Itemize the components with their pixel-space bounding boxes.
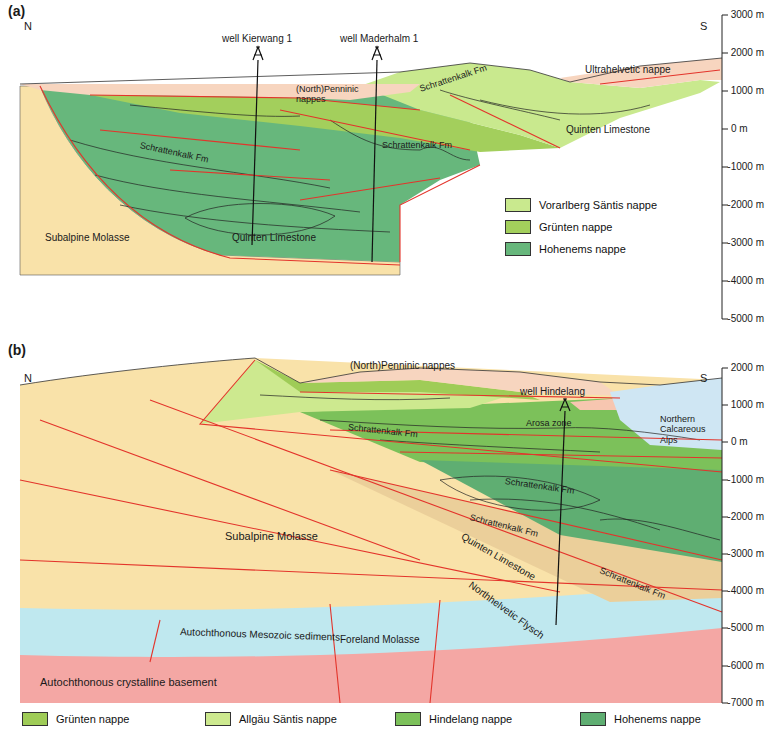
depth-tick-label: -5000 m <box>727 313 764 325</box>
depth-tick-label: -4000 m <box>727 275 764 287</box>
depth-tick-label: 1000 m <box>731 399 764 411</box>
legend-swatch <box>22 712 48 726</box>
legend-entry: Grünten nappe <box>505 220 612 234</box>
depth-tick-label: -6000 m <box>727 660 764 672</box>
legend-text: Hohenems nappe <box>539 243 626 255</box>
legend-entry: Vorarlberg Säntis nappe <box>505 198 657 212</box>
map-label: (a) <box>8 3 25 19</box>
map-label: Quinten Limestone <box>566 124 650 136</box>
depth-tick-label: 2000 m <box>731 362 764 374</box>
map-label: Northern Calcareous Alps <box>660 414 718 445</box>
map-label: N <box>24 20 32 33</box>
legend-swatch <box>395 712 421 726</box>
map-label: Quinten Limestone <box>232 232 316 244</box>
depth-tick-label: -2000 m <box>727 511 764 523</box>
depth-tick-label: -3000 m <box>727 548 764 560</box>
legend-entry: Hohenems nappe <box>505 242 626 256</box>
map-label: S <box>700 372 707 385</box>
legend-swatch <box>505 220 531 234</box>
legend-text: Grünten nappe <box>539 221 612 233</box>
depth-tick-label: -3000 m <box>727 237 764 249</box>
legend-swatch <box>505 242 531 256</box>
legend-text: Vorarlberg Säntis nappe <box>539 199 657 211</box>
depth-tick-label: 3000 m <box>731 9 764 21</box>
map-label: well Hindelang <box>520 386 585 398</box>
map-label: well Kierwang 1 <box>222 33 292 45</box>
legend-swatch <box>580 712 606 726</box>
depth-tick-label: -4000 m <box>727 585 764 597</box>
depth-tick-label: -5000 m <box>727 622 764 634</box>
depth-tick-label: 2000 m <box>731 47 764 59</box>
legend-text: Grünten nappe <box>56 713 129 725</box>
depth-tick-label: 0 m <box>731 436 748 448</box>
depth-tick-label: 1000 m <box>731 85 764 97</box>
depth-tick-label: -1000 m <box>727 161 764 173</box>
depth-tick-label: 0 m <box>731 123 748 135</box>
map-label: (North)Penninic nappes <box>350 360 455 372</box>
map-label: Arosa zone <box>526 418 572 428</box>
map-label: S <box>700 20 707 33</box>
map-label: Subalpine Molasse <box>45 232 130 244</box>
legend-entry: Hindelang nappe <box>395 712 512 726</box>
legend-entry: Grünten nappe <box>22 712 129 726</box>
map-label: Ultrahelvetic nappe <box>585 64 671 76</box>
legend-entry: Hohenems nappe <box>580 712 701 726</box>
depth-tick-label: -1000 m <box>727 474 764 486</box>
map-label: Foreland Molasse <box>340 634 419 646</box>
legend-swatch <box>205 712 231 726</box>
map-label: Schrattenkalk Fm <box>382 140 452 150</box>
map-label: N <box>24 372 32 385</box>
map-label: (North)Penninic nappes <box>296 84 362 105</box>
legend-text: Allgäu Säntis nappe <box>239 713 337 725</box>
map-label: well Maderhalm 1 <box>340 33 418 45</box>
legend-swatch <box>505 198 531 212</box>
depth-tick-label: -7000 m <box>727 697 764 709</box>
legend-entry: Allgäu Säntis nappe <box>205 712 337 726</box>
map-label: Subalpine Molasse <box>225 530 318 543</box>
map-label: (b) <box>8 342 26 358</box>
depth-tick-label: -2000 m <box>727 199 764 211</box>
map-label: Autochthonous crystalline basement <box>40 676 217 689</box>
legend-text: Hindelang nappe <box>429 713 512 725</box>
legend-text: Hohenems nappe <box>614 713 701 725</box>
